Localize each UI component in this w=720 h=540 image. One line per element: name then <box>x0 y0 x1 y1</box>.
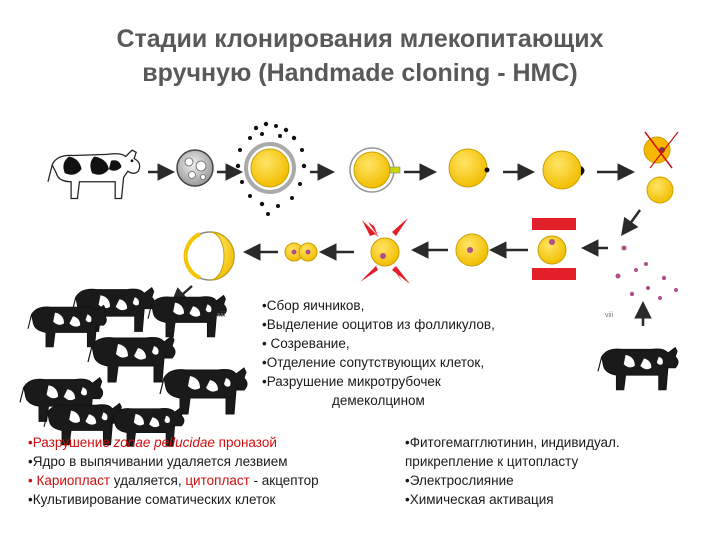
blastocyst-icon <box>183 231 235 281</box>
cow-icon <box>27 304 107 348</box>
list-item-continuation: демеколцином <box>332 393 425 408</box>
list-item: •Разрушение микротрубочек <box>262 374 441 389</box>
title-line-2: вручную (Handmade cloning - HMC) <box>142 59 578 87</box>
spark-icon <box>360 218 410 284</box>
enucleation-oocyte-icon <box>542 150 585 190</box>
list-item: •Сбор яичников, <box>262 298 365 313</box>
fused-reconstructed-embryo-icon <box>455 233 489 267</box>
list-item: •Химическая активация <box>405 492 554 507</box>
two-cell-embryo-icon <box>284 242 318 262</box>
somatic-cells-icon <box>615 245 678 300</box>
right-steps-list: •Фитогемагглютинин, индивидуал. прикрепл… <box>405 433 620 509</box>
list-item: •Отделение сопутствующих клеток, <box>262 355 485 370</box>
stage-label-viii: viii <box>605 312 614 319</box>
bisected-oocyte-icon <box>643 131 679 204</box>
cow-icon <box>159 367 248 415</box>
cow-icon <box>87 335 176 383</box>
list-item: •Разрушение zonae pellucidae проназой <box>28 435 277 450</box>
oocyte-zona-icon <box>349 147 401 193</box>
list-item: •Ядро в выпячивании удаляется лезвием <box>28 454 288 469</box>
oocyte-with-cumulus-icon <box>235 121 307 216</box>
list-item: прикрепление к цитопласту <box>405 454 579 469</box>
list-item: • Созревание, <box>262 336 350 351</box>
ovary-icon <box>176 149 214 187</box>
list-item: •Выделение ооцитов из фолликулов, <box>262 317 495 332</box>
title-line-1: Стадии клонирования млекопитающих <box>116 25 604 53</box>
cow-icon <box>47 149 141 200</box>
list-item: •Культивирование соматических клеток <box>28 492 276 507</box>
stage-label-xiii: xiii <box>217 312 226 319</box>
electrode-icon <box>532 218 576 280</box>
list-item: •Электрослияние <box>405 473 514 488</box>
arrow-down-icon <box>621 209 642 237</box>
list-item: •Фитогемагглютинин, индивидуал. <box>405 435 620 450</box>
cow-icon <box>597 346 679 391</box>
cow-icon <box>147 294 227 338</box>
center-steps-list: •Сбор яичников, •Выделение ооцитов из фо… <box>262 296 495 410</box>
page-title: Стадии клонирования млекопитающих вручну… <box>0 22 720 90</box>
left-steps-list: •Разрушение zonae pellucidae проназой •Я… <box>28 433 319 509</box>
zona-free-oocyte-icon <box>448 148 490 188</box>
list-item: • Кариопласт удаляется, цитопласт - акце… <box>28 473 319 488</box>
